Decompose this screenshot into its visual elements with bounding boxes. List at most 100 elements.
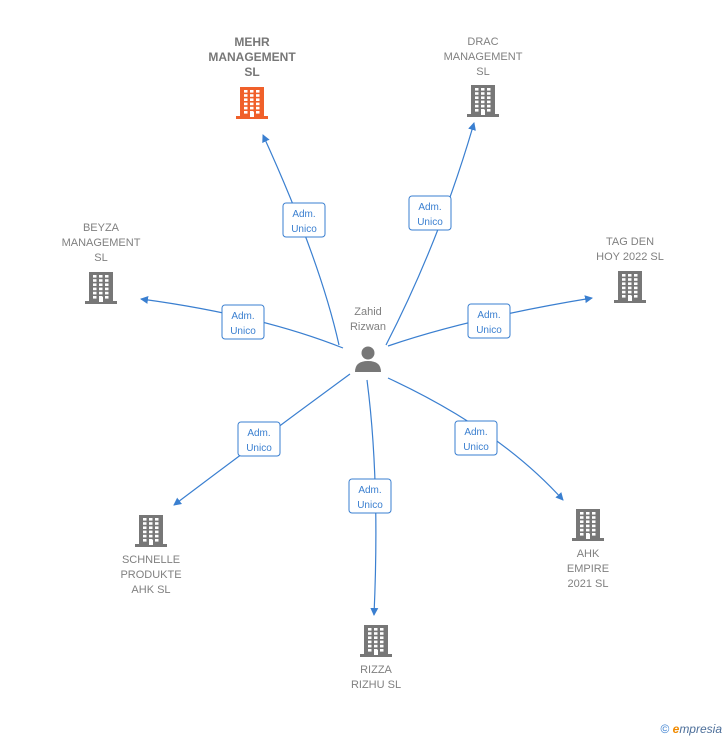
building-icon[interactable]	[360, 625, 392, 657]
building-window	[586, 516, 590, 519]
building-window	[380, 636, 384, 639]
building-window	[622, 274, 626, 277]
building-window	[628, 286, 632, 290]
person-icon	[355, 346, 381, 372]
building-base	[85, 301, 117, 304]
company-name: RIZZA	[360, 664, 392, 676]
building-window	[105, 279, 109, 282]
building-icon[interactable]	[85, 272, 117, 304]
building-base	[360, 654, 392, 657]
role-label-box	[221, 304, 265, 340]
building-window	[481, 100, 485, 104]
building-icon[interactable]	[467, 85, 499, 117]
building-window	[250, 98, 254, 101]
building-window	[475, 88, 479, 91]
role-label[interactable]: Adm.Unico	[237, 421, 281, 457]
company-name: EMPIRE	[567, 563, 609, 575]
role-label-box	[467, 303, 511, 339]
building-icon[interactable]	[614, 271, 646, 303]
building-window	[580, 528, 584, 532]
role-label[interactable]: Adm.Unico	[348, 478, 392, 514]
company-name: BEYZA	[83, 222, 120, 234]
person-name: Rizwan	[350, 321, 386, 333]
building-window	[628, 290, 632, 294]
building-window	[586, 524, 590, 528]
building-door	[149, 540, 153, 545]
building-window	[380, 640, 384, 644]
building-icon[interactable]	[572, 509, 604, 541]
role-label[interactable]: Adm.Unico	[282, 202, 326, 238]
building-window	[155, 518, 159, 521]
building-window	[93, 291, 97, 295]
company-name: SL	[476, 66, 489, 78]
building-window	[250, 106, 254, 110]
company-name: MEHR	[234, 35, 270, 49]
company-name: MANAGEMENT	[62, 237, 141, 249]
building-window	[634, 274, 638, 277]
building-window	[99, 287, 103, 291]
building-window	[487, 100, 491, 104]
role-label-text: Unico	[357, 500, 383, 511]
building-window	[244, 98, 248, 101]
company-name: AHK	[577, 548, 600, 560]
relation-edge	[385, 122, 476, 346]
building-window	[487, 96, 491, 99]
role-label-box	[282, 202, 326, 238]
building-window	[244, 106, 248, 110]
building-window	[105, 275, 109, 278]
role-label-text: Adm.	[477, 310, 500, 321]
building-window	[622, 290, 626, 294]
building-window	[244, 94, 248, 97]
building-window	[143, 522, 147, 525]
person-name: Zahid	[354, 306, 382, 318]
role-label-text: Adm.	[464, 427, 487, 438]
building-icon[interactable]	[236, 87, 268, 119]
role-label-box	[237, 421, 281, 457]
building-window	[592, 524, 596, 528]
role-label[interactable]: Adm.Unico	[221, 304, 265, 340]
building-window	[149, 534, 153, 538]
building-door	[374, 650, 378, 655]
building-window	[99, 275, 103, 278]
building-window	[99, 291, 103, 295]
building-base	[135, 544, 167, 547]
building-window	[256, 94, 260, 97]
building-icon[interactable]	[135, 515, 167, 547]
building-window	[149, 530, 153, 534]
role-label[interactable]: Adm.Unico	[454, 420, 498, 456]
building-window	[149, 526, 153, 529]
building-window	[586, 520, 590, 523]
building-window	[374, 632, 378, 635]
brand-footer: © empresia	[660, 722, 722, 736]
building-window	[374, 636, 378, 639]
role-label[interactable]: Adm.Unico	[408, 195, 452, 231]
building-window	[481, 96, 485, 99]
company-name: SL	[244, 65, 259, 79]
building-window	[244, 90, 248, 93]
building-window	[368, 640, 372, 644]
building-window	[487, 104, 491, 108]
building-window	[105, 283, 109, 286]
building-window	[380, 628, 384, 631]
building-window	[143, 539, 147, 542]
company-name: AHK SL	[131, 584, 170, 596]
building-window	[93, 296, 97, 299]
building-window	[475, 109, 479, 112]
building-base	[236, 116, 268, 119]
company-name: MANAGEMENT	[444, 51, 523, 63]
role-label[interactable]: Adm.Unico	[467, 303, 511, 339]
building-window	[487, 92, 491, 95]
building-window	[622, 295, 626, 298]
building-window	[368, 644, 372, 648]
company-name: PRODUKTE	[120, 569, 181, 581]
building-window	[105, 296, 109, 299]
